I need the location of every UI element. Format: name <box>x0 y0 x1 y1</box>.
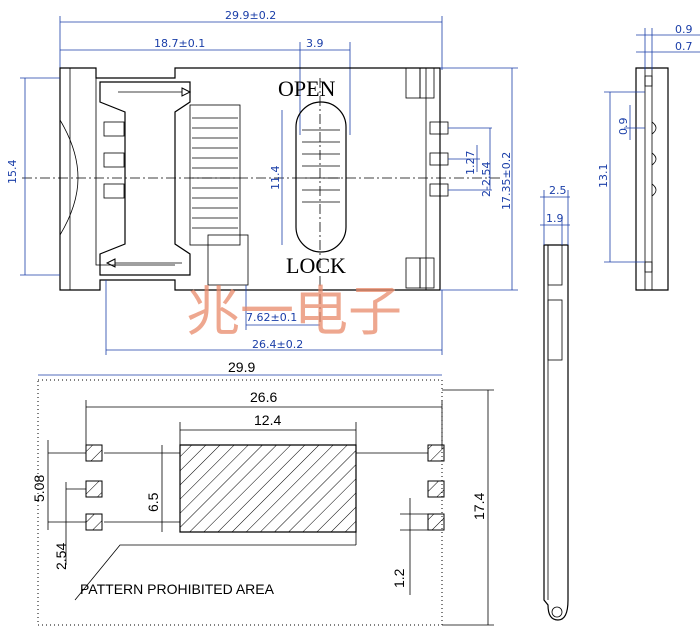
pad <box>427 444 445 462</box>
side-view: 0.9 0.7 0.9 13.1 <box>597 23 700 291</box>
dim-1-9: 1.9 <box>546 212 564 225</box>
dim-0-9-pitch: 0.9 <box>617 118 630 136</box>
label-open: OPEN <box>278 76 336 101</box>
dim-7-62: 7.62±0.1 <box>246 311 297 324</box>
footprint-view: 29.9 26.6 12.4 5.08 2.54 6.5 <box>31 359 494 626</box>
fp-dim-29-9: 29.9 <box>228 359 255 375</box>
dim-0-9-top: 0.9 <box>675 23 693 36</box>
dim-3-9: 3.9 <box>306 37 324 50</box>
fp-dim-17-4: 17.4 <box>471 493 487 520</box>
dim-0-7: 0.7 <box>675 40 693 53</box>
dim-26-4: 26.4±0.2 <box>252 338 303 351</box>
dim-13-1: 13.1 <box>597 164 610 189</box>
dim-overall-width: 29.9±0.2 <box>225 9 276 22</box>
fp-dim-12-4: 12.4 <box>254 412 281 428</box>
dim-15-4: 15.4 <box>6 160 19 185</box>
watermark-text: 兆一电子 <box>186 280 402 343</box>
note-pattern-prohibited: PATTERN PROHIBITED AREA <box>80 581 275 597</box>
pad <box>85 513 103 531</box>
dim-2-5: 2.5 <box>549 184 567 197</box>
pad <box>427 513 445 531</box>
pad <box>427 480 445 498</box>
dim-1-27: 1.27 <box>464 151 477 176</box>
dim-2-254: 2-2.54 <box>480 162 493 197</box>
fp-dim-5-08: 5.08 <box>31 475 47 502</box>
fp-dim-26-6: 26.6 <box>250 389 277 405</box>
dim-17-35: 17.35±0.2 <box>500 152 513 210</box>
fp-dim-1-2: 1.2 <box>391 568 407 588</box>
top-view: 29.9±0.2 18.7±0.1 3.9 <box>6 9 518 355</box>
pad <box>85 480 103 498</box>
fp-dim-2-54: 2.54 <box>53 543 69 570</box>
profile-view: 2.5 1.9 <box>540 184 570 621</box>
prohibited-hatch-area <box>179 444 357 533</box>
pad <box>85 444 103 462</box>
dim-18-7: 18.7±0.1 <box>154 37 205 50</box>
label-lock: LOCK <box>286 253 346 278</box>
dim-11-4: 11.4 <box>269 166 282 191</box>
fp-dim-6-5: 6.5 <box>145 492 161 512</box>
